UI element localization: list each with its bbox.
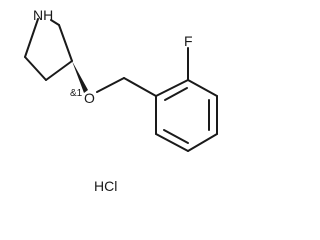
bond-ring-2 [187, 79, 218, 97]
bond-ch2-ring [123, 77, 157, 97]
salt-label: HCl [94, 178, 117, 194]
bond-ring-4 [187, 133, 218, 152]
bond-c4-c3 [45, 60, 73, 81]
bond-c5-c4 [24, 56, 47, 81]
bond-o-ch2 [96, 77, 125, 93]
bond-ring-1 [155, 79, 189, 97]
bond-c3-c2 [58, 24, 73, 62]
stereo-wedge-bond [72, 61, 88, 93]
oxygen-label: O [84, 90, 95, 106]
stereo-label: &1 [70, 88, 83, 99]
bond-ring-inner-3 [163, 129, 189, 144]
bond-ring-5 [155, 133, 189, 152]
structure-diagram: NH &1 O F HCl [24, 7, 218, 194]
bond-ring-inner-1 [164, 87, 188, 101]
bond-n-c5 [24, 18, 39, 58]
bonds [24, 18, 218, 152]
bond-c2-n [50, 19, 60, 26]
nitrogen-label: NH [33, 7, 53, 23]
fluorine-label: F [184, 33, 193, 49]
